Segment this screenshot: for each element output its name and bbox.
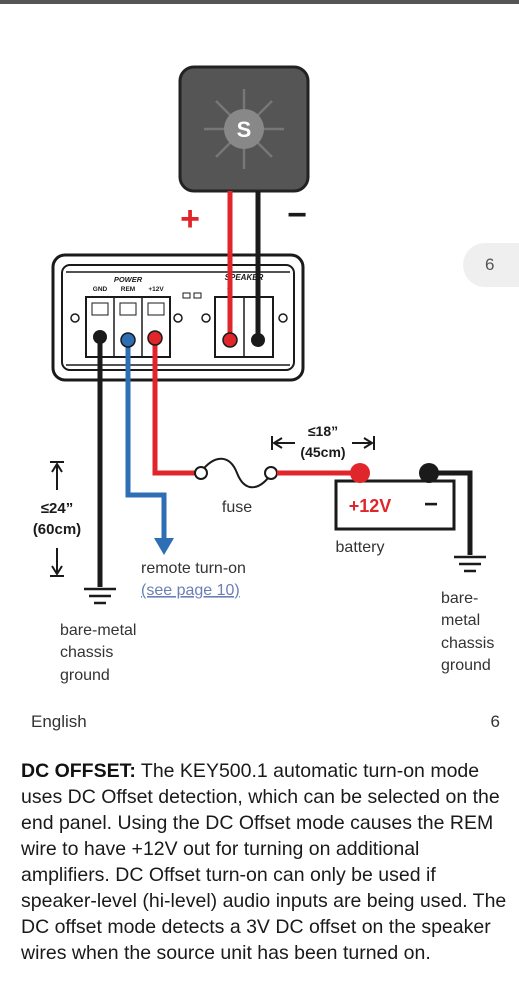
battery-ground-wire <box>429 470 473 555</box>
ground-right-label-4: ground <box>441 657 491 674</box>
page-badge[interactable]: 6 <box>463 243 519 287</box>
top-bar <box>0 0 519 4</box>
fuse-label: fuse <box>222 499 252 516</box>
speaker: S <box>178 65 310 193</box>
remote-wire <box>125 340 167 540</box>
ground-left-label-2: chassis <box>60 644 113 661</box>
v12-label: +12V <box>148 286 164 293</box>
svg-text:S: S <box>237 117 252 142</box>
power-label: POWER <box>114 275 143 284</box>
dc-offset-paragraph: DC OFFSET: The KEY500.1 automatic turn-o… <box>21 758 513 966</box>
dimension-18-label: ≤18” <box>308 423 338 439</box>
battery-minus-label: − <box>424 491 438 518</box>
ground-right-label-2: metal <box>441 612 480 629</box>
ground-right-label-1: bare- <box>441 590 478 607</box>
fuse-icon <box>199 457 273 489</box>
gnd-label: GND <box>93 286 108 293</box>
dimension-18-arrow <box>271 436 375 450</box>
ground-left-label-1: bare-metal <box>60 622 136 639</box>
remote-arrow-icon <box>154 538 174 555</box>
page-footer: English 6 <box>0 712 519 736</box>
battery: +12V − <box>334 463 456 531</box>
wiring-diagram: S + − POWER SPEAKER GND REM +12V + − <box>33 65 494 684</box>
footer-page-number: 6 <box>490 712 500 731</box>
rem-label: REM <box>121 286 135 293</box>
dimension-24-arrow <box>50 461 64 577</box>
dimension-18-cm-label: (45cm) <box>300 444 345 460</box>
speaker-label: SPEAKER <box>225 273 264 282</box>
logo-icon <box>224 109 264 149</box>
footer-language: English <box>31 712 87 731</box>
power-wire <box>152 340 200 476</box>
remote-turn-on-label: remote turn-on <box>141 560 246 577</box>
ground-right-icon <box>454 555 486 573</box>
dc-offset-heading: DC OFFSET: <box>21 760 136 782</box>
battery-label: battery <box>336 539 385 556</box>
dimension-24-label: ≤24” <box>41 500 73 517</box>
battery-plus-label: +12V <box>349 496 392 516</box>
ground-right-label-3: chassis <box>441 635 494 652</box>
dc-offset-text: The KEY500.1 automatic turn-on mode uses… <box>21 760 507 964</box>
dimension-24-cm-label: (60cm) <box>33 521 81 538</box>
speaker-minus-sign: − <box>287 196 307 234</box>
ground-left-label-3: ground <box>60 667 110 684</box>
see-page-10-link[interactable]: (see page 10) <box>141 582 240 599</box>
ground-left-icon <box>84 587 116 605</box>
amplifier: POWER SPEAKER GND REM +12V + − <box>51 253 305 382</box>
speaker-plus-sign: + <box>180 200 200 238</box>
